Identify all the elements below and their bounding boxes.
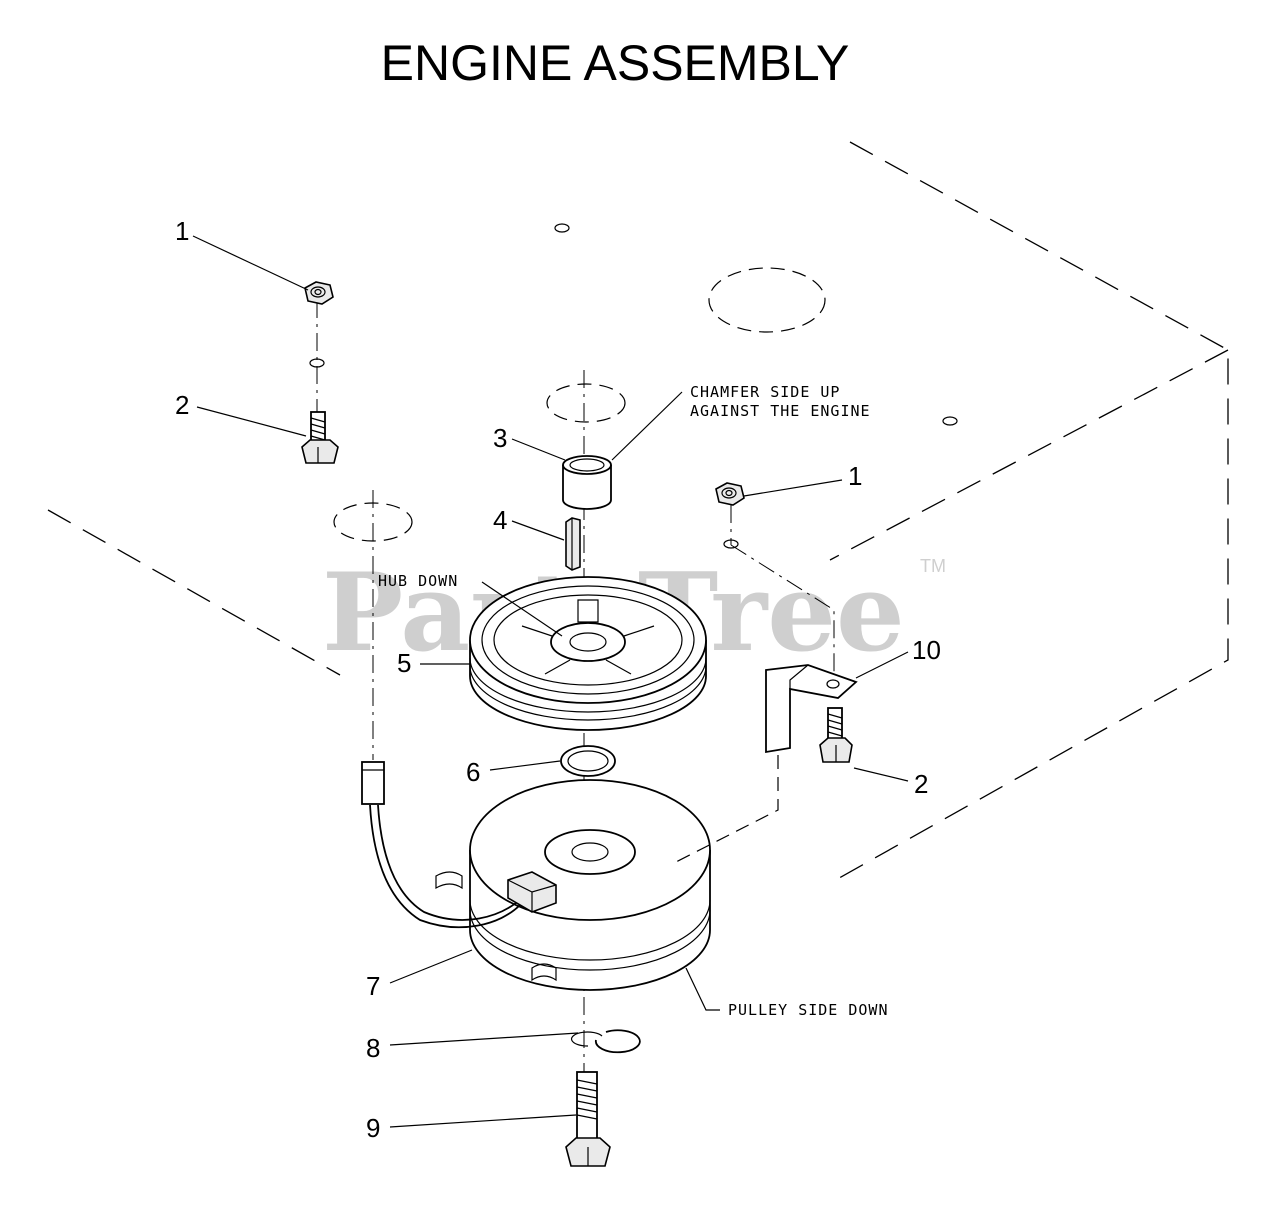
callout-6: 6 (466, 757, 480, 787)
crankshaft-hole-outline (708, 267, 826, 333)
bolt-right (819, 707, 853, 763)
note-chamfer-line1: CHAMFER SIDE UP (690, 383, 840, 401)
note-chamfer-line2: AGAINST THE ENGINE (690, 402, 871, 420)
electric-clutch (435, 779, 711, 991)
callout-2-right: 2 (914, 769, 928, 799)
callout-2-left: 2 (175, 390, 189, 420)
bracket-alignment-line (675, 755, 779, 863)
engine-deck-outline (47, 141, 1229, 883)
callout-10: 10 (912, 635, 941, 665)
washer-right (723, 539, 739, 549)
lock-nut-left (304, 281, 334, 305)
pulley (469, 576, 707, 731)
callout-9: 9 (366, 1113, 380, 1143)
key (565, 517, 581, 571)
callout-1-left: 1 (175, 216, 189, 246)
callout-1-right: 1 (848, 461, 862, 491)
clutch-bolt (565, 1071, 611, 1167)
callout-4: 4 (493, 505, 507, 535)
engine-mounting-holes (554, 223, 958, 426)
spacer (562, 455, 612, 510)
callout-3: 3 (493, 423, 507, 453)
snap-ring (570, 1029, 641, 1054)
callout-8: 8 (366, 1033, 380, 1063)
leader-lines (192, 235, 909, 1128)
callout-5: 5 (397, 648, 411, 678)
diagram-title: ENGINE ASSEMBLY (381, 35, 850, 91)
bearing-ring (560, 745, 616, 777)
note-pulley-side-down: PULLEY SIDE DOWN (728, 1001, 889, 1019)
clutch-wire-connector (361, 761, 557, 929)
bracket (765, 664, 858, 754)
washer-left (309, 358, 325, 368)
note-hub-down: HUB DOWN (378, 572, 458, 590)
bolt-left (301, 411, 339, 464)
lock-nut-right (715, 482, 745, 506)
callout-7: 7 (366, 971, 380, 1001)
watermark-tm: TM (920, 556, 946, 576)
